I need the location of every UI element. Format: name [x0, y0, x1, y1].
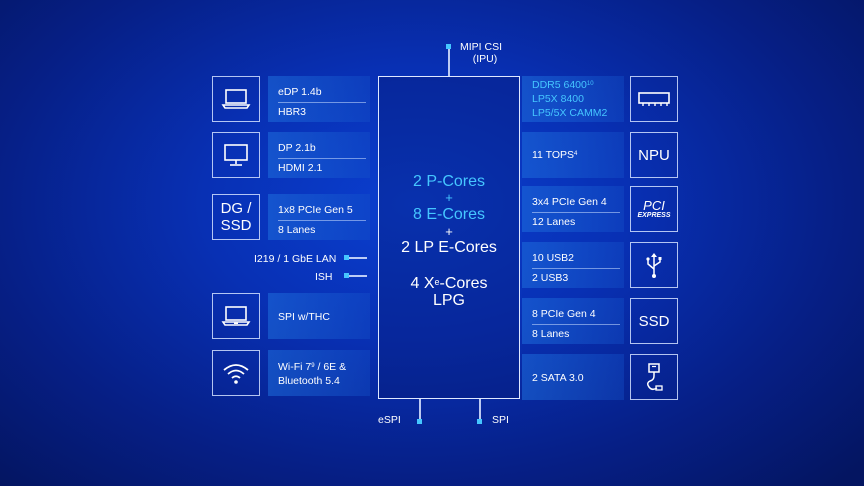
pcie-line1: 3x4 PCIe Gen 4: [532, 196, 607, 208]
dp-line1: DP 2.1b: [278, 142, 316, 154]
dp-divider: [278, 158, 366, 159]
usb-icon: [630, 242, 678, 288]
mipi-label: MIPI CSI (IPU): [460, 41, 503, 65]
p-cores-label: 2 P-Cores: [412, 173, 486, 190]
usb-line2: 2 USB3: [532, 272, 569, 284]
ish-label: ISH: [315, 271, 333, 283]
pcie-line2: 12 Lanes: [532, 216, 576, 228]
pcie-divider: [532, 212, 620, 213]
e-cores-label: 8 E-Cores: [412, 206, 486, 223]
espi-line: [419, 399, 421, 419]
wifi-panel: Wi-Fi 79 / 6E & Bluetooth 5.4: [268, 350, 370, 396]
laptop-icon: [212, 76, 260, 122]
espi-label: eSPI: [378, 414, 401, 426]
pcie-panel: 3x4 PCIe Gen 4 12 Lanes: [522, 186, 624, 232]
mipi-connector-dot: [446, 44, 451, 49]
plus-sign-1: +: [445, 190, 453, 205]
ish-line: [349, 275, 367, 277]
dp-panel: DP 2.1b HDMI 2.1: [268, 132, 370, 178]
soc-block: 2 P-Cores + 8 E-Cores + 2 LP E-Cores 4 X…: [378, 76, 520, 399]
edp-divider: [278, 102, 366, 103]
lp-e-cores-label: 2 LP E-Cores: [401, 239, 497, 256]
spi-thc-line1: SPI w/THC: [278, 311, 330, 323]
laptop-touch-icon: [212, 293, 260, 339]
memory-line2: LP5X 8400: [532, 93, 584, 105]
dg-divider: [278, 220, 366, 221]
spi-dot: [477, 419, 482, 424]
lan-label: I219 / 1 GbE LAN: [254, 253, 337, 265]
edp-line2: HBR3: [278, 106, 307, 118]
sata-panel: 2 SATA 3.0: [522, 354, 624, 400]
ssd-line2: 8 Lanes: [532, 328, 570, 340]
ssd-panel: 8 PCIe Gen 4 8 Lanes: [522, 298, 624, 344]
dg-line1: 1x8 PCIe Gen 5: [278, 204, 353, 216]
edp-line1: eDP 1.4b: [278, 86, 322, 98]
edp-panel: eDP 1.4b HBR3: [268, 76, 370, 122]
sata-line1: 2 SATA 3.0: [532, 372, 584, 384]
usb-line1: 10 USB2: [532, 252, 575, 264]
lan-dot: [344, 255, 349, 260]
plus-sign-2: +: [445, 224, 453, 239]
mipi-connector-line: [448, 49, 450, 76]
dg-line2: 8 Lanes: [278, 224, 316, 236]
ssd-box: SSD: [630, 298, 678, 344]
pci-express-logo: PCI EXPRESS: [630, 186, 678, 232]
dg-panel: 1x8 PCIe Gen 5 8 Lanes: [268, 194, 370, 240]
dp-line2: HDMI 2.1: [278, 162, 323, 174]
ish-dot: [344, 273, 349, 278]
monitor-icon: [212, 132, 260, 178]
npu-box: NPU: [630, 132, 678, 178]
lpg-label: LPG: [432, 292, 465, 309]
xe-cores-label: 4 Xe-Cores: [410, 275, 488, 292]
lan-line: [349, 257, 367, 259]
spi-line: [479, 399, 481, 419]
npu-tops: 11 TOPS4: [532, 149, 578, 161]
ssd-line1: 8 PCIe Gen 4: [532, 308, 596, 320]
memory-line3: LP5/5X CAMM2: [532, 107, 608, 119]
sata-icon: [630, 354, 678, 400]
spi-thc-panel: SPI w/THC: [268, 293, 370, 339]
wifi-icon: [212, 350, 260, 396]
espi-dot: [417, 419, 422, 424]
usb-panel: 10 USB2 2 USB3: [522, 242, 624, 288]
memory-icon: [630, 76, 678, 122]
wifi-line2: Bluetooth 5.4: [278, 375, 340, 387]
spi-label: SPI: [492, 414, 509, 426]
wifi-line1: Wi-Fi 79 / 6E &: [278, 361, 347, 373]
dg-ssd-box: DG / SSD: [212, 194, 260, 240]
ssd-divider: [532, 324, 620, 325]
memory-line1: DDR5 640010: [532, 79, 594, 91]
usb-divider: [532, 268, 620, 269]
memory-panel: DDR5 640010 LP5X 8400 LP5/5X CAMM2: [522, 76, 624, 122]
npu-panel: 11 TOPS4: [522, 132, 624, 178]
